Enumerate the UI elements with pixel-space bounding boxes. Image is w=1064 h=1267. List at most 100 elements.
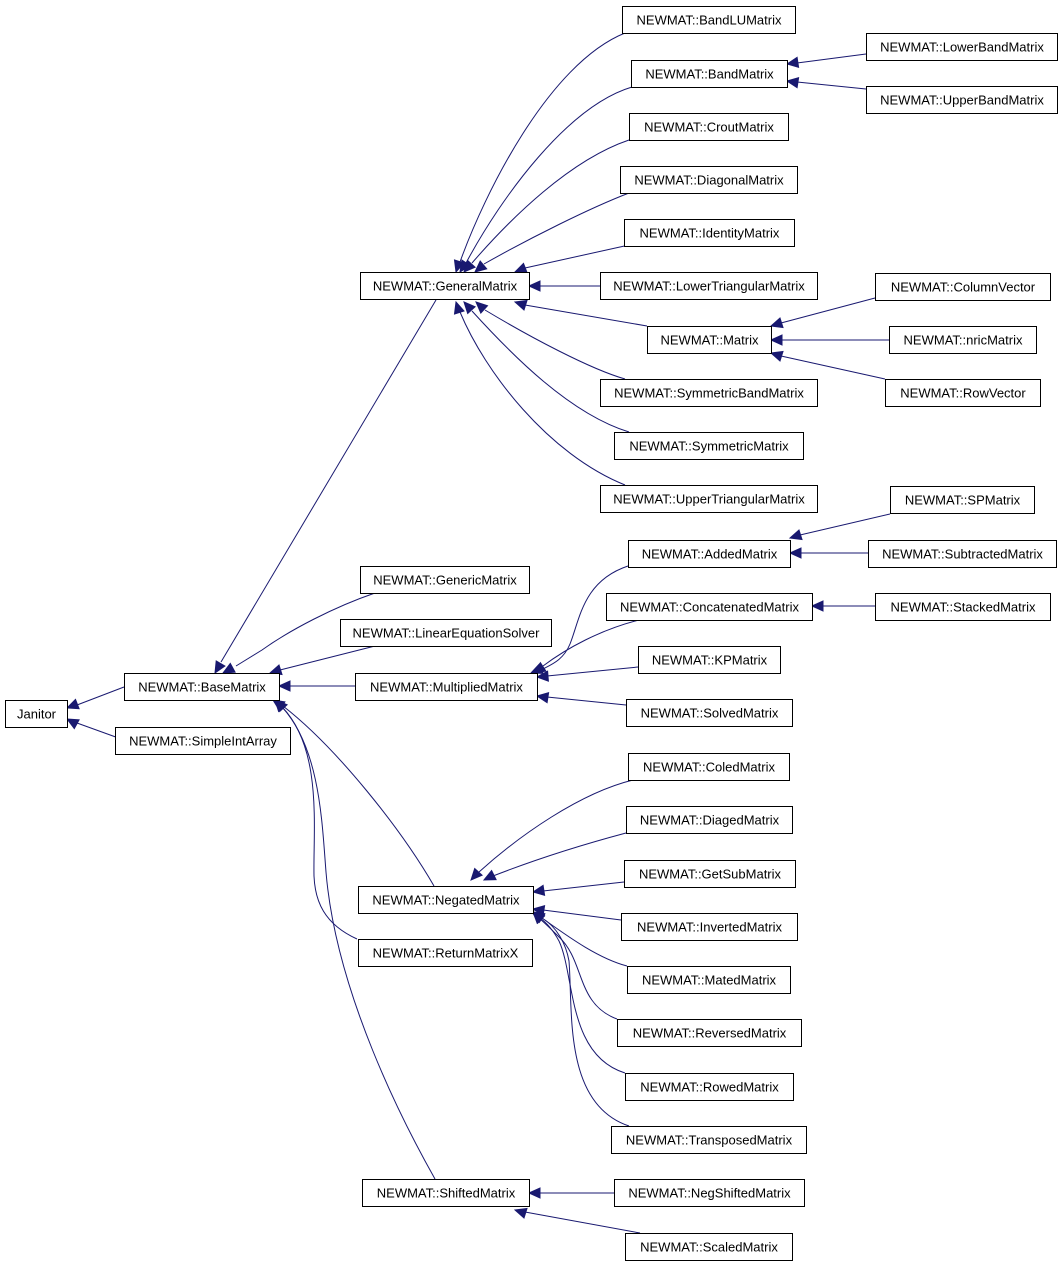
class-node-lower-band-matrix[interactable]: NEWMAT::LowerBandMatrix [866, 33, 1058, 61]
class-node-neg-shifted-matrix[interactable]: NEWMAT::NegShiftedMatrix [614, 1179, 805, 1207]
inheritance-edge-scaled-matrix-to-shifted-matrix [513, 1207, 641, 1234]
node-box [628, 753, 790, 781]
node-box [5, 700, 68, 728]
class-node-crout-matrix[interactable]: NEWMAT::CroutMatrix [629, 113, 789, 141]
class-node-reversed-matrix[interactable]: NEWMAT::ReversedMatrix [617, 1019, 802, 1047]
class-node-solved-matrix[interactable]: NEWMAT::SolvedMatrix [626, 699, 793, 727]
inheritance-edge-lower-triangular-matrix-to-general-matrix [527, 280, 600, 292]
class-node-added-matrix[interactable]: NEWMAT::AddedMatrix [628, 540, 791, 568]
class-node-upper-band-matrix[interactable]: NEWMAT::UpperBandMatrix [866, 86, 1058, 114]
node-box [647, 326, 772, 354]
arrowhead-icon [785, 77, 800, 89]
class-node-band-lu-matrix[interactable]: NEWMAT::BandLUMatrix [622, 6, 796, 34]
class-node-band-matrix[interactable]: NEWMAT::BandMatrix [631, 60, 788, 88]
class-node-shifted-matrix[interactable]: NEWMAT::ShiftedMatrix [362, 1179, 530, 1207]
class-node-scaled-matrix[interactable]: NEWMAT::ScaledMatrix [625, 1233, 793, 1261]
class-node-return-matrix-x[interactable]: NEWMAT::ReturnMatrixX [358, 939, 533, 967]
class-node-identity-matrix[interactable]: NEWMAT::IdentityMatrix [624, 219, 795, 247]
class-node-mated-matrix[interactable]: NEWMAT::MatedMatrix [627, 966, 791, 994]
node-box [625, 1233, 793, 1261]
inheritance-edge-symmetric-band-matrix-to-general-matrix [475, 301, 626, 380]
arrowhead-icon [474, 260, 488, 273]
arrowhead-icon [527, 1187, 541, 1199]
class-node-matrix[interactable]: NEWMAT::Matrix [647, 326, 772, 354]
class-node-sp-matrix[interactable]: NEWMAT::SPMatrix [890, 486, 1035, 514]
class-node-lower-triangular-matrix[interactable]: NEWMAT::LowerTriangularMatrix [600, 272, 818, 300]
node-label: NEWMAT::LowerBandMatrix [880, 40, 1044, 55]
inheritance-edge-base-matrix-to-janitor [65, 686, 125, 710]
node-label: NEWMAT::ReturnMatrixX [373, 946, 519, 961]
node-box [638, 646, 781, 674]
class-node-kp-matrix[interactable]: NEWMAT::KPMatrix [638, 646, 781, 674]
class-node-transposed-matrix[interactable]: NEWMAT::TransposedMatrix [611, 1126, 807, 1154]
class-node-general-matrix[interactable]: NEWMAT::GeneralMatrix [360, 272, 530, 300]
node-box [340, 619, 552, 647]
node-label: NEWMAT::SolvedMatrix [641, 706, 779, 721]
class-node-linear-equation-solver[interactable]: NEWMAT::LinearEquationSolver [340, 619, 552, 647]
class-node-symmetric-band-matrix[interactable]: NEWMAT::SymmetricBandMatrix [600, 379, 818, 407]
node-label: NEWMAT::BaseMatrix [138, 680, 266, 695]
class-node-inverted-matrix[interactable]: NEWMAT::InvertedMatrix [621, 913, 798, 941]
class-node-concatenated-matrix[interactable]: NEWMAT::ConcatenatedMatrix [606, 593, 813, 621]
edge-line [796, 81, 867, 90]
node-label: NEWMAT::DiagedMatrix [640, 813, 780, 828]
arrowhead-icon [532, 661, 547, 674]
edge-line [540, 565, 629, 671]
edge-line [541, 917, 628, 967]
class-node-nric-matrix[interactable]: NEWMAT::nricMatrix [889, 326, 1037, 354]
class-node-coled-matrix[interactable]: NEWMAT::ColedMatrix [628, 753, 790, 781]
node-label: NEWMAT::LowerTriangularMatrix [613, 279, 805, 294]
edge-line [282, 705, 435, 887]
edge-line [478, 779, 634, 873]
class-node-generic-matrix[interactable]: NEWMAT::GenericMatrix [360, 566, 530, 594]
arrowhead-icon [513, 1207, 528, 1219]
inheritance-edge-linear-equation-solver-to-base-matrix [268, 645, 376, 676]
node-label: NEWMAT::UpperTriangularMatrix [613, 492, 805, 507]
arrowhead-icon [530, 911, 545, 923]
node-box [360, 272, 530, 300]
arrowhead-icon [769, 317, 784, 329]
edge-line [541, 917, 630, 1127]
edge-line [471, 310, 630, 433]
inheritance-edge-matrix-to-general-matrix [513, 299, 648, 327]
node-label: NEWMAT::ColedMatrix [643, 760, 775, 775]
edge-line [524, 304, 648, 327]
class-node-diagonal-matrix[interactable]: NEWMAT::DiagonalMatrix [620, 166, 798, 194]
arrowhead-icon [475, 301, 489, 315]
class-node-row-vector[interactable]: NEWMAT::RowVector [885, 379, 1041, 407]
class-node-get-sub-matrix[interactable]: NEWMAT::GetSubMatrix [624, 860, 796, 888]
inheritance-edge-reversed-matrix-to-negated-matrix [532, 911, 618, 1020]
class-node-subtracted-matrix[interactable]: NEWMAT::SubtractedMatrix [868, 540, 1057, 568]
class-node-symmetric-matrix[interactable]: NEWMAT::SymmetricMatrix [614, 432, 804, 460]
class-node-upper-triangular-matrix[interactable]: NEWMAT::UpperTriangularMatrix [600, 485, 818, 513]
arrowhead-icon [527, 280, 541, 292]
node-box [889, 326, 1037, 354]
node-label: NEWMAT::SimpleIntArray [129, 734, 277, 749]
edge-line [780, 297, 876, 324]
arrowhead-icon [531, 884, 546, 896]
class-node-rowed-matrix[interactable]: NEWMAT::RowedMatrix [625, 1073, 794, 1101]
node-box [631, 60, 788, 88]
node-box [115, 727, 291, 755]
class-node-base-matrix[interactable]: NEWMAT::BaseMatrix [124, 673, 280, 701]
class-node-diaged-matrix[interactable]: NEWMAT::DiagedMatrix [626, 806, 793, 834]
class-node-multiplied-matrix[interactable]: NEWMAT::MultipliedMatrix [355, 673, 538, 701]
node-box [600, 485, 818, 513]
node-box [626, 806, 793, 834]
node-label: NEWMAT::RowVector [900, 386, 1026, 401]
node-label: NEWMAT::ColumnVector [891, 280, 1036, 295]
node-label: NEWMAT::ReversedMatrix [633, 1026, 787, 1041]
node-label: NEWMAT::SymmetricBandMatrix [614, 386, 804, 401]
edge-line [799, 513, 891, 536]
edge-line [459, 32, 626, 263]
class-node-negated-matrix[interactable]: NEWMAT::NegatedMatrix [358, 886, 534, 914]
class-node-janitor[interactable]: Janitor [5, 700, 68, 728]
class-node-stacked-matrix[interactable]: NEWMAT::StackedMatrix [875, 593, 1051, 621]
inheritance-edge-symmetric-matrix-to-general-matrix [463, 301, 630, 433]
node-label: NEWMAT::GetSubMatrix [639, 867, 782, 882]
node-label: NEWMAT::NegShiftedMatrix [628, 1186, 791, 1201]
inheritance-edge-subtracted-matrix-to-added-matrix [788, 547, 868, 559]
class-node-column-vector[interactable]: NEWMAT::ColumnVector [875, 273, 1051, 301]
class-node-simple-int-array[interactable]: NEWMAT::SimpleIntArray [115, 727, 291, 755]
edge-line [524, 1211, 641, 1234]
